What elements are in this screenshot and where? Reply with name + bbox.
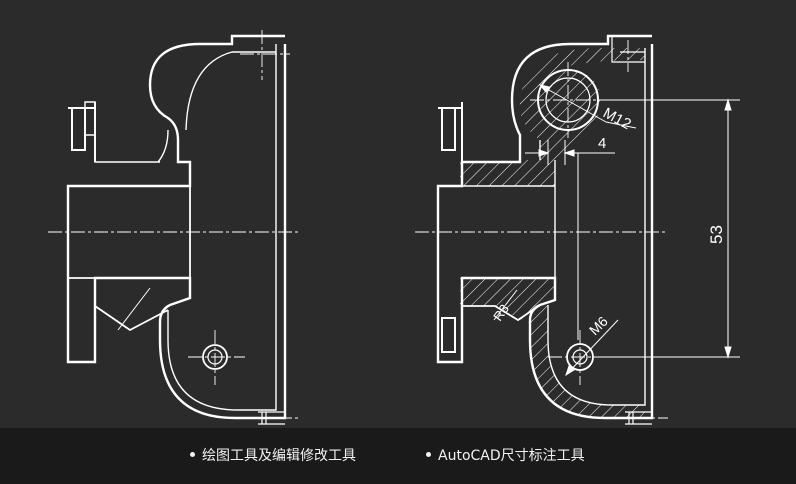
left-bore — [68, 185, 191, 332]
left-flange — [68, 102, 96, 162]
right-hatch-bottom-wall — [530, 305, 645, 418]
caption-right: AutoCAD尺寸标注工具 — [426, 447, 585, 465]
left-centerlines — [48, 30, 300, 419]
right-dimensions — [493, 84, 740, 377]
left-bolt-hole — [202, 344, 228, 370]
right-part-view — [415, 34, 740, 425]
bullet-icon — [190, 451, 195, 457]
left-break-line — [117, 287, 151, 331]
left-outer-contour — [66, 34, 287, 420]
caption-left-text: 绘图工具及编辑修改工具 — [202, 448, 356, 464]
dim-4-text: 4 — [598, 135, 606, 152]
right-top-tab — [611, 36, 645, 63]
caption-right-text: AutoCAD尺寸标注工具 — [438, 448, 585, 464]
dim-53-text: 53 — [707, 225, 726, 244]
caption-bar: 绘图工具及编辑修改工具 AutoCAD尺寸标注工具 — [0, 428, 796, 484]
right-small-screw — [625, 411, 652, 425]
bullet-icon — [426, 451, 431, 457]
dim-m12-text: M12 — [600, 105, 634, 134]
right-outer-contour — [436, 34, 654, 420]
left-part-view — [48, 30, 300, 425]
right-hatch-top-bore — [438, 160, 555, 186]
right-flange — [438, 102, 463, 362]
caption-left: 绘图工具及编辑修改工具 — [190, 447, 356, 465]
left-small-screw — [258, 411, 285, 425]
right-hatch-bottom-bore — [438, 278, 555, 320]
left-inner-wall — [84, 44, 277, 411]
cad-drawing: M12 4 53 M6 R3 — [48, 30, 740, 425]
dim-m6-text: M6 — [586, 313, 611, 338]
right-chamfer — [462, 304, 541, 322]
